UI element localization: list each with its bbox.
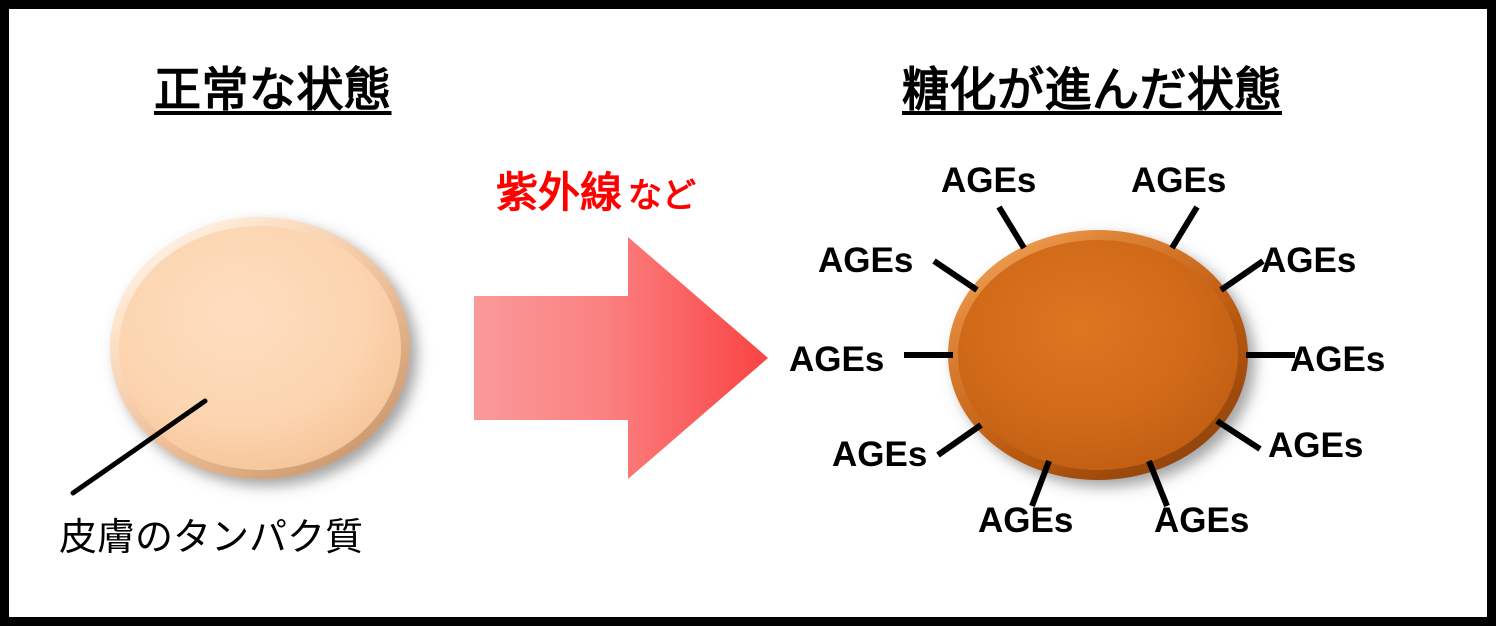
page-title-normal: 正常な状態 <box>154 63 392 116</box>
page-title-glycated: 糖化が進んだ状態 <box>902 63 1282 116</box>
ages-tick-group <box>904 205 1295 508</box>
ages-tick <box>1215 418 1262 452</box>
ages-tick <box>996 205 1027 250</box>
protein-label: 皮膚のタンパク質 <box>59 517 364 559</box>
ages-label: AGEs <box>1261 241 1357 280</box>
arrow-caption: 紫外線など <box>496 172 696 214</box>
ages-label: AGEs <box>1268 426 1364 465</box>
ages-label: AGEs <box>789 340 885 379</box>
ages-tick <box>1169 205 1200 250</box>
ages-label: AGEs <box>1290 340 1386 379</box>
ages-label: AGEs <box>978 501 1074 540</box>
ages-tick <box>1146 459 1170 508</box>
normal-protein-blob <box>110 217 410 479</box>
ages-tick <box>936 422 983 458</box>
protein-leader-line <box>70 398 208 496</box>
ages-tick <box>932 258 979 293</box>
diagram-canvas <box>70 205 1295 508</box>
transformation-arrow <box>474 237 768 479</box>
ages-label: AGEs <box>818 241 914 280</box>
ages-tick <box>1219 258 1265 293</box>
glycated-blob-body <box>958 240 1238 470</box>
ages-label: AGEs <box>832 435 928 474</box>
arrow-caption-main: 紫外線 <box>496 169 623 216</box>
ages-label: AGEs <box>1154 501 1250 540</box>
ages-label: AGEs <box>941 161 1037 200</box>
ages-tick <box>1029 459 1052 508</box>
ages-label: AGEs <box>1131 161 1227 200</box>
glycated-protein-blob <box>948 230 1248 480</box>
arrow-caption-sub: など <box>628 177 697 215</box>
